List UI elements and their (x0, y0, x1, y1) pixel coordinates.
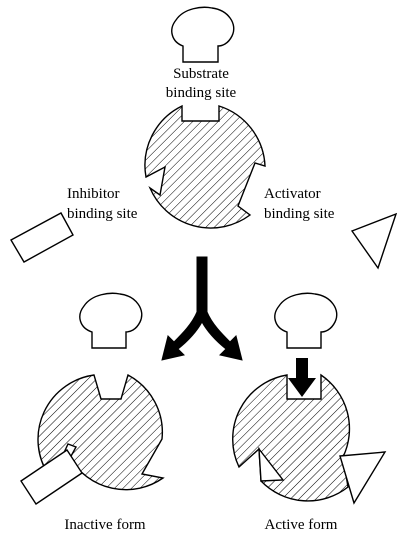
activator-bound-shape (340, 452, 385, 503)
substrate-shape-inactive (80, 293, 142, 348)
activator-label-line1: Activator (264, 186, 321, 202)
inhibitor-label-line1: Inhibitor (67, 186, 120, 202)
substrate-shape-active (275, 293, 337, 348)
substrate-label-line1: Substrate (173, 66, 229, 82)
split-arrow (162, 257, 242, 360)
substrate-label-line2: binding site (166, 85, 237, 101)
enzyme-regulatory-top (145, 106, 265, 228)
binding-arrow (288, 358, 316, 397)
inactive-form-label: Inactive form (64, 517, 146, 533)
inhibitor-label-line2: binding site (67, 206, 138, 222)
activator-shape (352, 214, 396, 268)
enzyme-active-form (233, 375, 350, 501)
active-form-label: Active form (265, 517, 338, 533)
activator-label-line2: binding site (264, 206, 335, 222)
inhibitor-shape (11, 213, 73, 262)
substrate-shape-top (172, 7, 234, 62)
